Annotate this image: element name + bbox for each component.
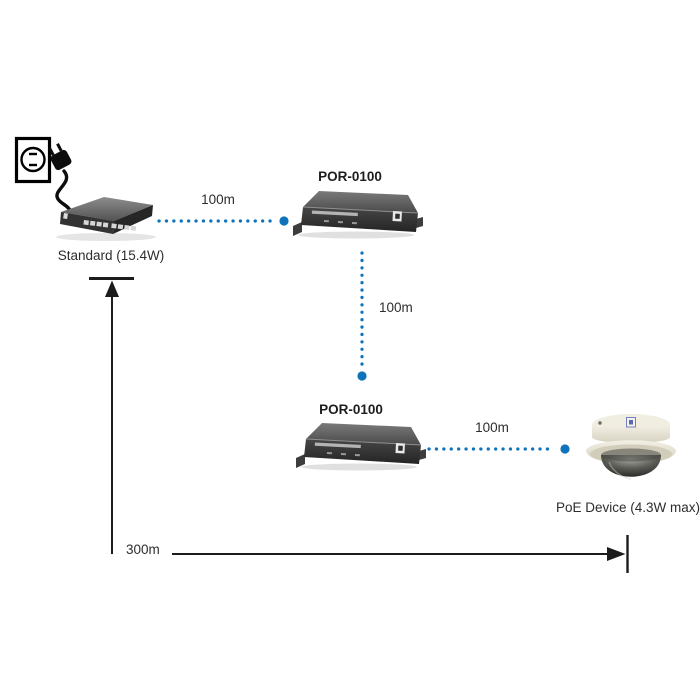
repeater-2-label: POR-0100 xyxy=(319,402,383,417)
power-source-label: Standard (15.4W) xyxy=(57,248,165,263)
poe-device-label: PoE Device (4.3W max) xyxy=(555,500,700,515)
power-cord xyxy=(55,169,73,214)
camera-logo xyxy=(626,417,636,428)
dome-camera-graphic xyxy=(586,414,676,480)
power-plug-icon xyxy=(48,143,73,214)
power-outlet-icon xyxy=(14,136,52,184)
connection-1-distance-label: 100m xyxy=(201,192,235,207)
connection-line-3 xyxy=(427,444,570,454)
distance-dimension-lines xyxy=(89,277,629,573)
connection-2-distance-label: 100m xyxy=(379,300,413,315)
arrow-up-icon xyxy=(105,280,119,297)
connection-line-2 xyxy=(357,251,367,381)
repeater-2-graphic xyxy=(295,422,427,471)
repeater-1-label: POR-0100 xyxy=(318,169,382,184)
connection-3-distance-label: 100m xyxy=(475,420,509,435)
connection-line-1 xyxy=(157,216,289,226)
arrow-right-icon xyxy=(607,547,626,561)
network-switch-graphic xyxy=(56,197,156,241)
total-distance-label: 300m xyxy=(126,542,160,557)
repeater-1-graphic xyxy=(292,190,424,239)
